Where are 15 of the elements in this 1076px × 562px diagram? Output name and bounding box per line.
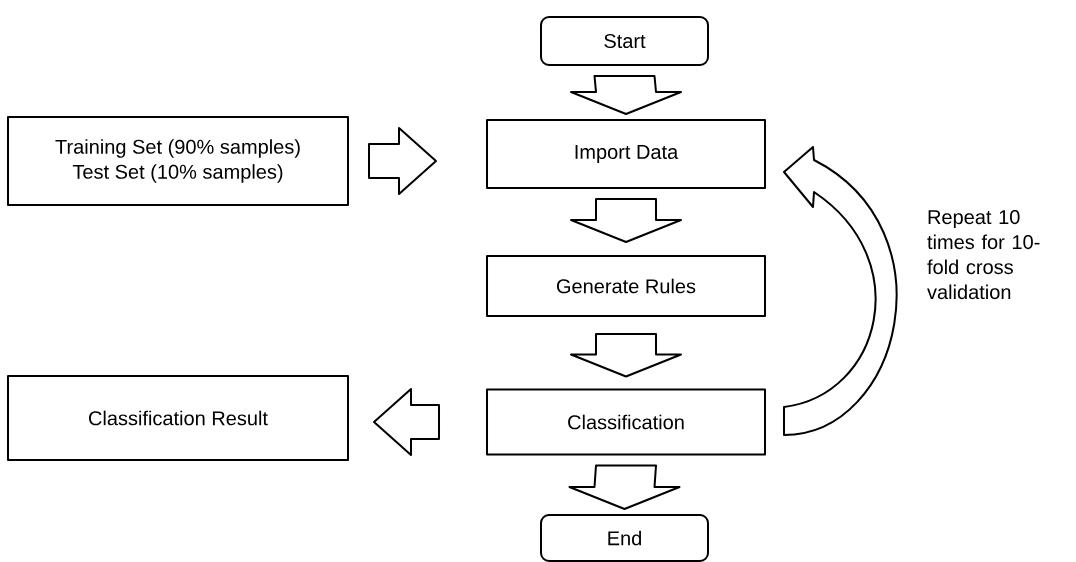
edge-label: Repeat 10 times for 10-fold cross validation xyxy=(927,210,1040,300)
terminal-box: End xyxy=(540,514,709,562)
block-arrow xyxy=(368,127,437,195)
block-arrow xyxy=(570,333,682,378)
block-arrow xyxy=(373,388,440,456)
process-box: Import Data xyxy=(486,119,766,189)
process-box: Generate Rules xyxy=(486,255,766,317)
block-arrow xyxy=(570,198,682,243)
output-box: Classification Result xyxy=(7,375,349,461)
block-arrow xyxy=(570,75,682,115)
curved-arrow xyxy=(783,146,898,436)
input-box: Training Set (90% samples) Test Set (10% samples) xyxy=(7,116,349,206)
block-arrow xyxy=(568,464,681,510)
terminal-box: Start xyxy=(540,16,709,66)
process-box: Classification xyxy=(486,388,766,456)
